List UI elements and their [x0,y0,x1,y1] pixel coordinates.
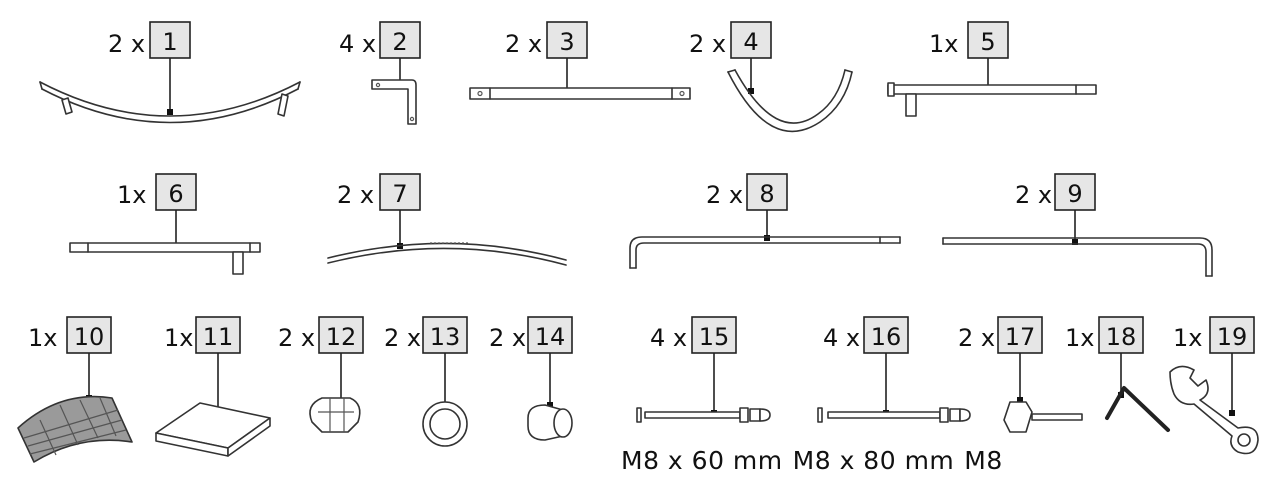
part-17-knob-screw [1003,401,1083,433]
part-4-arc-tube [727,69,853,133]
callout-part-8: 2 x 8 [706,173,788,241]
spec-label-m8x60: M8 x 60 mm [621,446,783,475]
label-part-1: 1 [162,28,177,56]
callout-part-3: 2 x 3 [505,21,588,95]
part-1-curved-rail [39,81,301,124]
label-part-15: 15 [699,323,730,351]
spec-label-m8x80: M8 x 80 mm [792,446,955,475]
label-part-9: 9 [1067,180,1082,208]
qty-part-16: 4 x [823,324,860,352]
qty-part-18: 1x [1065,324,1094,352]
qty-part-4: 2 x [689,30,726,58]
qty-part-19: 1x [1173,324,1202,352]
part-9-bent-bar [942,237,1213,277]
callout-part-5: 1x 5 [929,21,1009,92]
callout-part-11: 1x 11 [164,316,241,427]
part-3-tube [469,87,691,100]
callout-part-10: 1x 10 [28,316,112,401]
part-14-end-cap [527,404,573,441]
label-part-17: 17 [1005,323,1036,351]
callout-part-4: 2 x 4 [689,21,772,94]
part-5-tube-with-leg [887,82,1097,117]
qty-part-3: 2 x [505,30,542,58]
label-part-13: 13 [430,323,461,351]
callout-part-19: 1x 19 [1173,316,1255,416]
qty-part-15: 4 x [650,324,687,352]
part-10-mesh-net [17,395,133,463]
part-13-ring [422,401,468,447]
callout-part-15: 4 x 15 [650,316,737,416]
qty-part-9: 2 x [1015,181,1052,209]
callout-part-9: 2 x 9 [1015,173,1096,245]
part-19-wrench [1169,365,1259,455]
callout-part-12: 2 x 12 [278,316,364,405]
part-16-bolt [817,407,971,423]
callout-part-14: 2 x 14 [489,316,573,408]
qty-part-13: 2 x [384,324,421,352]
part-18-allen-key [1105,386,1170,432]
label-part-5: 5 [980,28,995,56]
callout-part-18: 1x 18 [1065,316,1144,398]
callout-part-2: 4 x 2 [339,21,421,87]
callout-part-1: 2 x 1 [108,21,191,115]
label-part-18: 18 [1106,323,1137,351]
label-part-4: 4 [743,28,758,56]
part-12-clamp [309,397,361,433]
callout-part-6: 1x 6 [117,173,197,249]
label-part-14: 14 [535,323,566,351]
part-15-bolt [636,407,771,423]
label-part-8: 8 [759,180,774,208]
spec-label-m8: M8 [964,446,1003,475]
callout-part-17: 2 x 17 [958,316,1043,403]
callout-part-13: 2 x 13 [384,316,468,425]
part-2-bracket [371,79,417,125]
part-6-tube-with-leg [69,242,261,275]
qty-part-11: 1x [164,324,193,352]
bolt-size-labels: M8 x 60 mm M8 x 80 mm M8 [621,446,1013,475]
part-7-arc-tube [327,242,567,266]
qty-part-8: 2 x [706,181,743,209]
qty-part-14: 2 x [489,324,526,352]
qty-part-10: 1x [28,324,57,352]
label-part-3: 3 [559,28,574,56]
part-11-mat [155,402,271,457]
label-part-16: 16 [871,323,902,351]
label-part-12: 12 [326,323,357,351]
label-part-10: 10 [74,323,105,351]
label-part-6: 6 [168,180,183,208]
label-part-19: 19 [1217,323,1248,351]
callout-part-16: 4 x 16 [823,316,909,416]
label-part-2: 2 [392,28,407,56]
qty-part-17: 2 x [958,324,995,352]
part-8-bent-bar [629,236,901,269]
label-part-11: 11 [203,323,234,351]
qty-part-12: 2 x [278,324,315,352]
qty-part-1: 2 x [108,30,145,58]
qty-part-7: 2 x [337,181,374,209]
qty-part-5: 1x [929,30,958,58]
callout-part-7: 2 x 7 [337,173,421,249]
qty-part-2: 4 x [339,30,376,58]
label-part-7: 7 [392,180,407,208]
qty-part-6: 1x [117,181,146,209]
